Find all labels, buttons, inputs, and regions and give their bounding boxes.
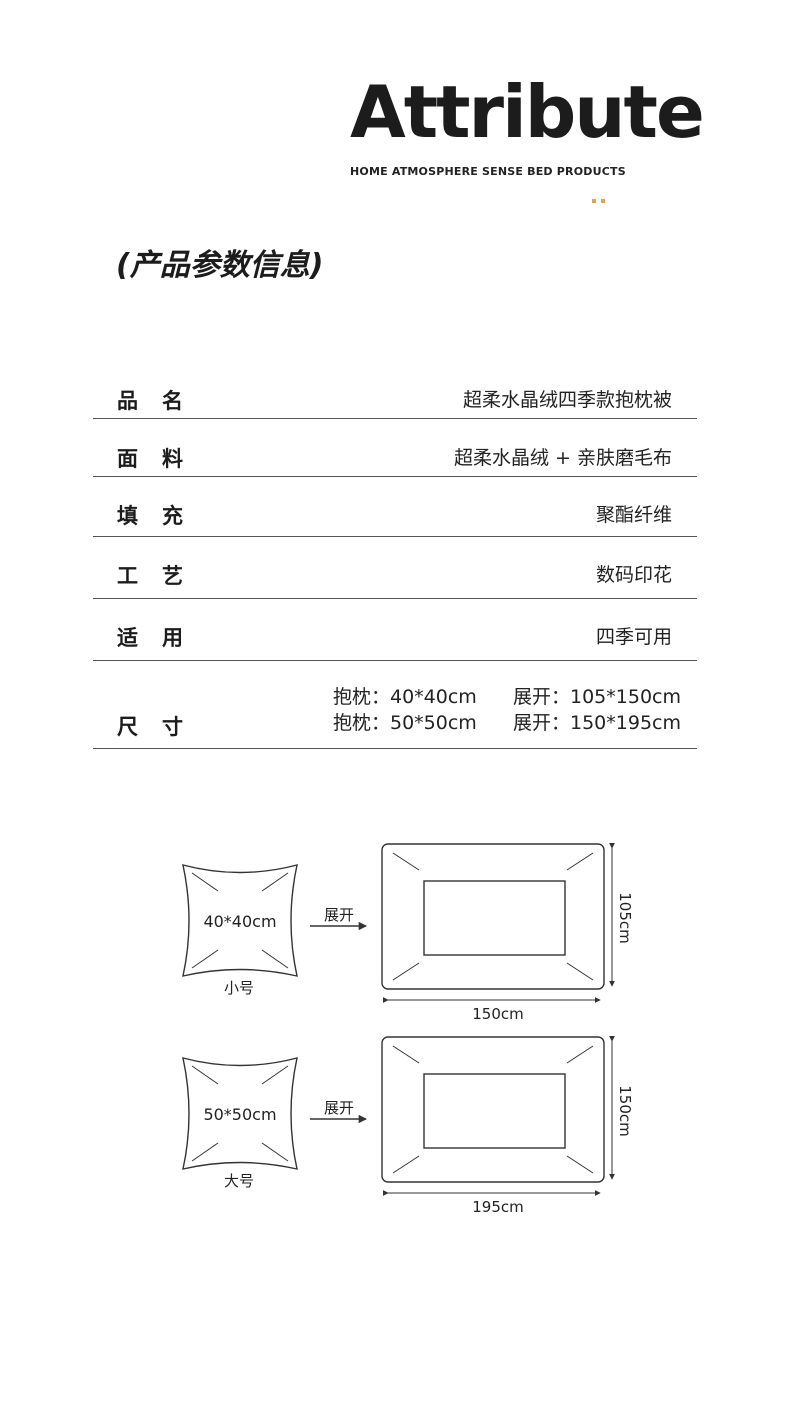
accent-dots bbox=[592, 188, 610, 207]
width-label: 195cm bbox=[472, 1198, 524, 1213]
blanket-outline bbox=[381, 1036, 605, 1183]
attribute-row-fabric: 面料 超柔水晶绒 + 亲肤磨毛布 bbox=[93, 418, 697, 477]
width-label: 150cm bbox=[472, 1005, 524, 1023]
attribute-label: 面料 bbox=[117, 447, 207, 471]
height-label: 105cm bbox=[616, 892, 634, 944]
blanket-outline bbox=[381, 843, 605, 990]
pillow-size-text: 抱枕：50*50cm bbox=[333, 712, 477, 734]
attribute-label: 工艺 bbox=[117, 564, 207, 588]
attribute-label: 品名 bbox=[117, 389, 207, 413]
attribute-value: 超柔水晶绒 + 亲肤磨毛布 bbox=[454, 447, 672, 469]
size-values: 抱枕：40*40cm 展开：105*150cm 抱枕：50*50cm 展开：150*… bbox=[333, 684, 681, 736]
attribute-value: 四季可用 bbox=[595, 626, 672, 648]
height-label: 150cm bbox=[616, 1085, 634, 1137]
section-title: (产品参数信息) bbox=[116, 248, 324, 283]
pillow-outline-small bbox=[182, 864, 298, 977]
header-title: Attribute bbox=[350, 70, 705, 154]
header-subtitle: HOME ATMOSPHERE SENSE BED PRODUCTS bbox=[350, 165, 626, 178]
unfold-size-text: 展开：105*150cm bbox=[513, 686, 681, 708]
attribute-row-filling: 填充 聚酯纤维 bbox=[93, 476, 697, 537]
attribute-value: 超柔水晶绒四季款抱枕被 bbox=[462, 389, 672, 411]
size-diagram: 40*40cm 小号 展开 150cm 105cm 50*50cm 大号 展开 … bbox=[182, 842, 634, 1213]
attribute-row-size: 尺寸 抱枕：40*40cm 展开：105*150cm 抱枕：50*50cm 展开：1… bbox=[93, 660, 697, 749]
pillow-size-label: 50*50cm bbox=[203, 1105, 276, 1124]
size-line: 抱枕：40*40cm 展开：105*150cm bbox=[333, 684, 681, 710]
attribute-label: 填充 bbox=[117, 504, 207, 528]
attribute-row-craft: 工艺 数码印花 bbox=[93, 536, 697, 599]
unfold-label: 展开 bbox=[324, 906, 354, 924]
size-line: 抱枕：50*50cm 展开：150*195cm bbox=[333, 710, 681, 736]
attribute-value: 聚酯纤维 bbox=[595, 504, 672, 526]
size-name-label: 大号 bbox=[224, 1172, 254, 1190]
unfold-label: 展开 bbox=[324, 1099, 354, 1117]
unfold-size-text: 展开：150*195cm bbox=[513, 712, 681, 734]
attribute-label: 适用 bbox=[117, 626, 207, 650]
attribute-label: 尺寸 bbox=[117, 715, 207, 739]
pillow-outline-large bbox=[182, 1057, 298, 1170]
size-name-label: 小号 bbox=[224, 979, 254, 997]
attribute-value: 数码印花 bbox=[595, 564, 672, 586]
attribute-row-name: 品名 超柔水晶绒四季款抱枕被 bbox=[93, 375, 697, 419]
attribute-row-usage: 适用 四季可用 bbox=[93, 598, 697, 661]
pillow-size-label: 40*40cm bbox=[203, 912, 276, 931]
pillow-size-text: 抱枕：40*40cm bbox=[333, 686, 477, 708]
